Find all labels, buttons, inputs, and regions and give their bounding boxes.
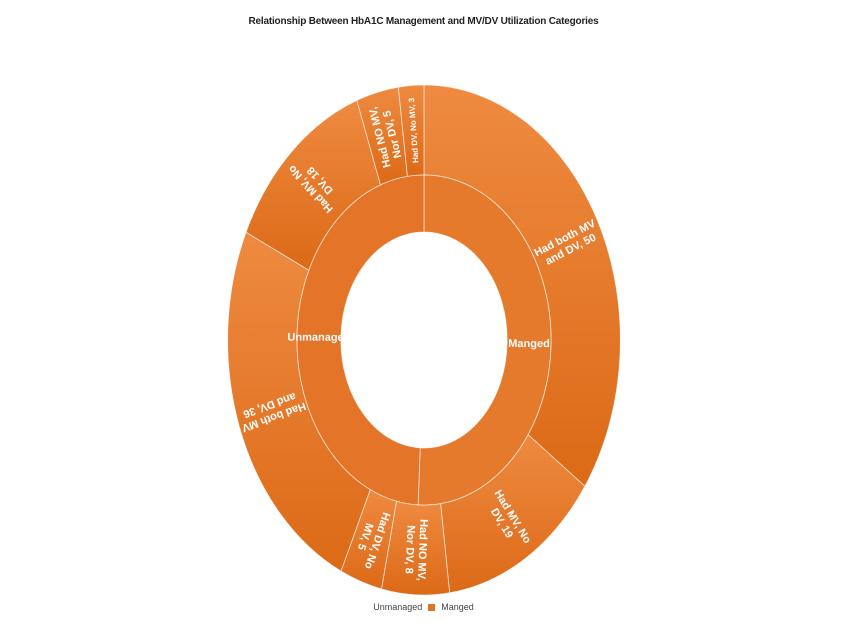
legend-swatch-manged: [428, 603, 436, 611]
inner-slice-unmanaged: [296, 174, 425, 506]
inner-label-unmanaged: Unmanaged: [287, 332, 350, 344]
chart-title: Relationship Between HbA1C Management an…: [248, 16, 599, 27]
legend-entry-unmanaged: Unmanaged: [373, 602, 423, 612]
inner-label-manged: Manged: [508, 338, 550, 350]
inner-ring: [296, 174, 552, 506]
inner-slice-manged: [417, 174, 552, 506]
outer-ring: [227, 84, 621, 596]
outer-label-had-dv-no-mv-3: Had DV, No MV, 3: [407, 97, 420, 163]
legend-entry-manged: Manged: [441, 602, 474, 612]
legend: Unmanaged Manged: [0, 602, 847, 612]
outer-label-had-no-mv-nor-dv-8: Had NO MV,Nor DV, 8: [402, 518, 429, 581]
